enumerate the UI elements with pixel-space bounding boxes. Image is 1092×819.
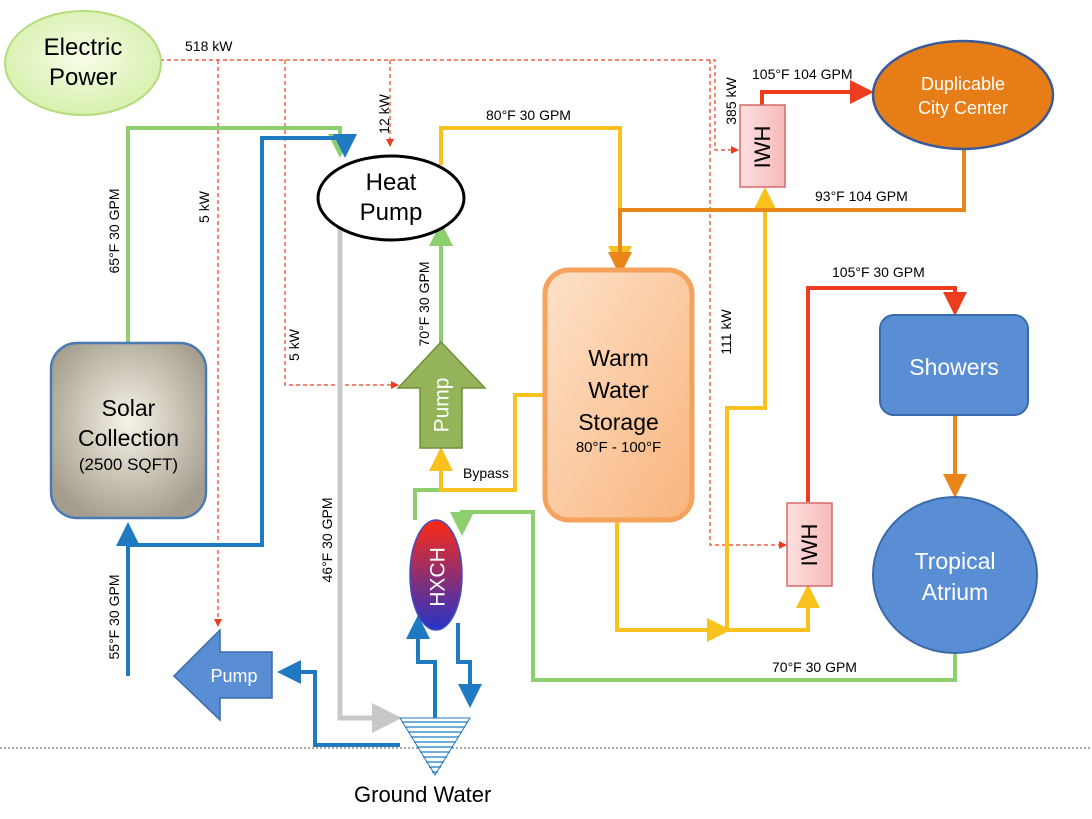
yellow-flow-heatpump-to-storage: [439, 126, 632, 270]
electric-power-line-2: Power: [48, 64, 118, 91]
tropical-atrium-node: Tropical Atrium: [873, 545, 1037, 609]
power-111-label: 111 kW: [718, 309, 734, 355]
power-12-label: 12 kW: [376, 94, 392, 134]
flow-55-label: 55°F 30 GPM: [106, 574, 122, 660]
pump-center-label: Pump: [430, 377, 454, 433]
storage-line-4: 80°F - 100°F: [575, 439, 662, 456]
pump-center-shape: [396, 340, 487, 449]
bypass-label: Bypass: [463, 465, 509, 481]
pump-left-shape: [172, 628, 273, 722]
heat-pump-shape: [316, 154, 466, 242]
yellow-flow-to-iwh-bottom: [727, 584, 820, 632]
electric-power-line-1: Electric: [43, 34, 123, 61]
yellow-flow-storage-out: [615, 518, 731, 642]
orange-flow-city-to-storage: [608, 148, 966, 276]
power-line-iwh-top: [160, 59, 739, 154]
heat-pump-node: Heat Pump: [318, 160, 464, 236]
solar-line-2: Collection: [78, 425, 179, 451]
storage-line-3: Storage: [578, 409, 659, 435]
blue-flow-solar-to-heatpump: [128, 134, 357, 547]
blue-flow-ground-to-hxch: [406, 615, 437, 718]
power-line-iwh-bottom: [709, 60, 787, 549]
yellow-flow-bypass: [429, 393, 548, 492]
power-385-label: 385 kW: [723, 77, 739, 125]
city-center-node: Duplicable City Center: [873, 68, 1053, 124]
heat-pump-line-2: Pump: [359, 199, 423, 226]
yellow-flow-to-iwh-top: [725, 187, 777, 630]
ground-water-symbol: [399, 717, 471, 776]
hxch-label: HXCH: [426, 547, 450, 607]
hxch-shape: [409, 519, 463, 631]
city-center-line-2: City Center: [917, 98, 1009, 118]
power-518-label: 518 kW: [185, 38, 233, 54]
electric-power-shape: [4, 10, 162, 116]
city-center-shape: [871, 39, 1055, 151]
flow-70-up-label: 70°F 30 GPM: [416, 261, 432, 347]
atrium-line-2: Atrium: [921, 579, 989, 605]
heat-pump-line-1: Heat: [365, 169, 417, 196]
power-5-mid-label: 5 kW: [286, 329, 302, 361]
blue-flow-hxch-to-ground: [456, 623, 482, 708]
solar-line-1: Solar: [101, 395, 156, 421]
red-flow-iwh-to-city: [760, 80, 874, 105]
electric-lines: [160, 59, 787, 627]
tropical-atrium-shape: [872, 496, 1038, 654]
flow-105-mid-label: 105°F 30 GPM: [832, 264, 925, 280]
green-flow-solar-to-heatpump: [126, 126, 352, 345]
atrium-line-1: Tropical: [914, 548, 996, 574]
warm-water-storage-shape: [542, 267, 695, 523]
gray-flow-heatpump-to-ground: [337, 225, 402, 733]
electric-power-node: Electric Power: [5, 14, 161, 112]
storage-line-2: Water: [588, 377, 649, 403]
flow-65-label: 65°F 30 GPM: [106, 188, 122, 274]
warm-water-storage-node: Warm Water Storage 80°F - 100°F: [545, 340, 692, 460]
flow-46-label: 46°F 30 GPM: [319, 497, 335, 583]
green-flow-atrium-to-hxch: [450, 510, 957, 682]
flow-93-label: 93°F 104 GPM: [815, 188, 908, 204]
solar-collection-node: Solar Collection (2500 SQFT): [51, 380, 206, 490]
flow-105-top-label: 105°F 104 GPM: [752, 66, 853, 82]
red-flow-iwh-to-showers: [806, 286, 967, 502]
showers-shape: [879, 314, 1029, 416]
solar-collection-shape: [49, 341, 208, 520]
city-center-line-1: Duplicable: [920, 74, 1006, 94]
blue-flow-ground-to-pump: [277, 660, 400, 747]
pump-left-label: Pump: [210, 665, 258, 686]
iwh-bottom-shape: [786, 502, 833, 587]
solar-line-3: (2500 SQFT): [78, 455, 179, 474]
flow-70-bottom-label: 70°F 30 GPM: [772, 659, 857, 675]
iwh-bottom-label: IWH: [797, 523, 822, 567]
flow-80-label: 80°F 30 GPM: [486, 107, 571, 123]
iwh-top-label: IWH: [750, 125, 775, 169]
power-line-center-pump: [284, 60, 399, 389]
storage-line-1: Warm: [588, 345, 649, 371]
power-5-left-label: 5 kW: [196, 191, 212, 223]
ground-water-label: Ground Water: [354, 782, 492, 807]
showers-node: Showers: [909, 353, 999, 380]
iwh-top-shape: [739, 104, 786, 188]
green-flow-hxch-to-pump: [413, 450, 443, 520]
